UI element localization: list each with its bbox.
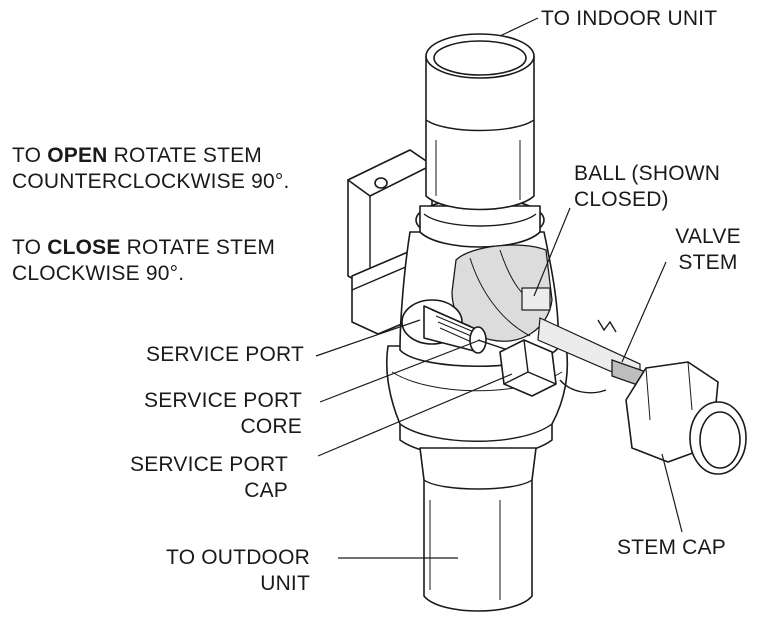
instruction-open-line1: TO OPEN ROTATE STEM xyxy=(12,143,262,169)
label-service-port-core-line1: SERVICE PORT xyxy=(143,389,302,412)
label-service-port-cap-line2: CAP xyxy=(244,479,288,502)
leader-valve-stem xyxy=(621,261,667,363)
leader-stem-cap xyxy=(661,453,683,533)
leader-lines xyxy=(315,17,683,559)
label-to-outdoor-line1: TO OUTDOOR xyxy=(166,546,310,569)
service-port-fitting xyxy=(401,299,521,355)
indoor-pipe xyxy=(425,33,535,211)
label-valve-stem-line1: VALVE xyxy=(675,225,741,248)
open-keyword: OPEN xyxy=(47,144,108,167)
ball xyxy=(451,244,553,342)
open-pre: TO xyxy=(12,144,48,167)
open-post: ROTATE STEM xyxy=(107,144,263,167)
close-pre: TO xyxy=(12,236,48,259)
label-service-port-cap-line1: SERVICE PORT xyxy=(129,453,288,476)
leader-service-port-cap xyxy=(317,373,513,457)
instruction-close-line1: TO CLOSE ROTATE STEM xyxy=(12,235,275,261)
label-to-outdoor-line2: UNIT xyxy=(260,572,310,595)
outdoor-pipe xyxy=(419,447,537,612)
label-ball-line2: CLOSED) xyxy=(574,188,669,211)
label-service-port-core-line2: CORE xyxy=(240,415,302,438)
label-service-port: SERVICE PORT xyxy=(145,343,304,366)
leader-service-port-core xyxy=(319,339,481,403)
leader-to-indoor xyxy=(499,17,539,37)
label-ball-line1: BALL (SHOWN xyxy=(574,162,721,185)
close-keyword: CLOSE xyxy=(47,236,121,259)
close-post: ROTATE STEM xyxy=(120,236,276,259)
leader-ball xyxy=(533,207,571,297)
leader-service-port xyxy=(315,319,421,357)
label-to-indoor-unit: TO INDOOR UNIT xyxy=(541,7,718,30)
service-port-cap xyxy=(499,339,557,397)
instruction-close-line2: CLOCKWISE 90°. xyxy=(12,262,185,285)
stem-cap xyxy=(625,361,747,475)
instruction-open-line2: COUNTERCLOCKWISE 90°. xyxy=(12,170,290,193)
label-stem-cap: STEM CAP xyxy=(617,536,726,559)
label-valve-stem-line2: STEM xyxy=(678,251,738,274)
